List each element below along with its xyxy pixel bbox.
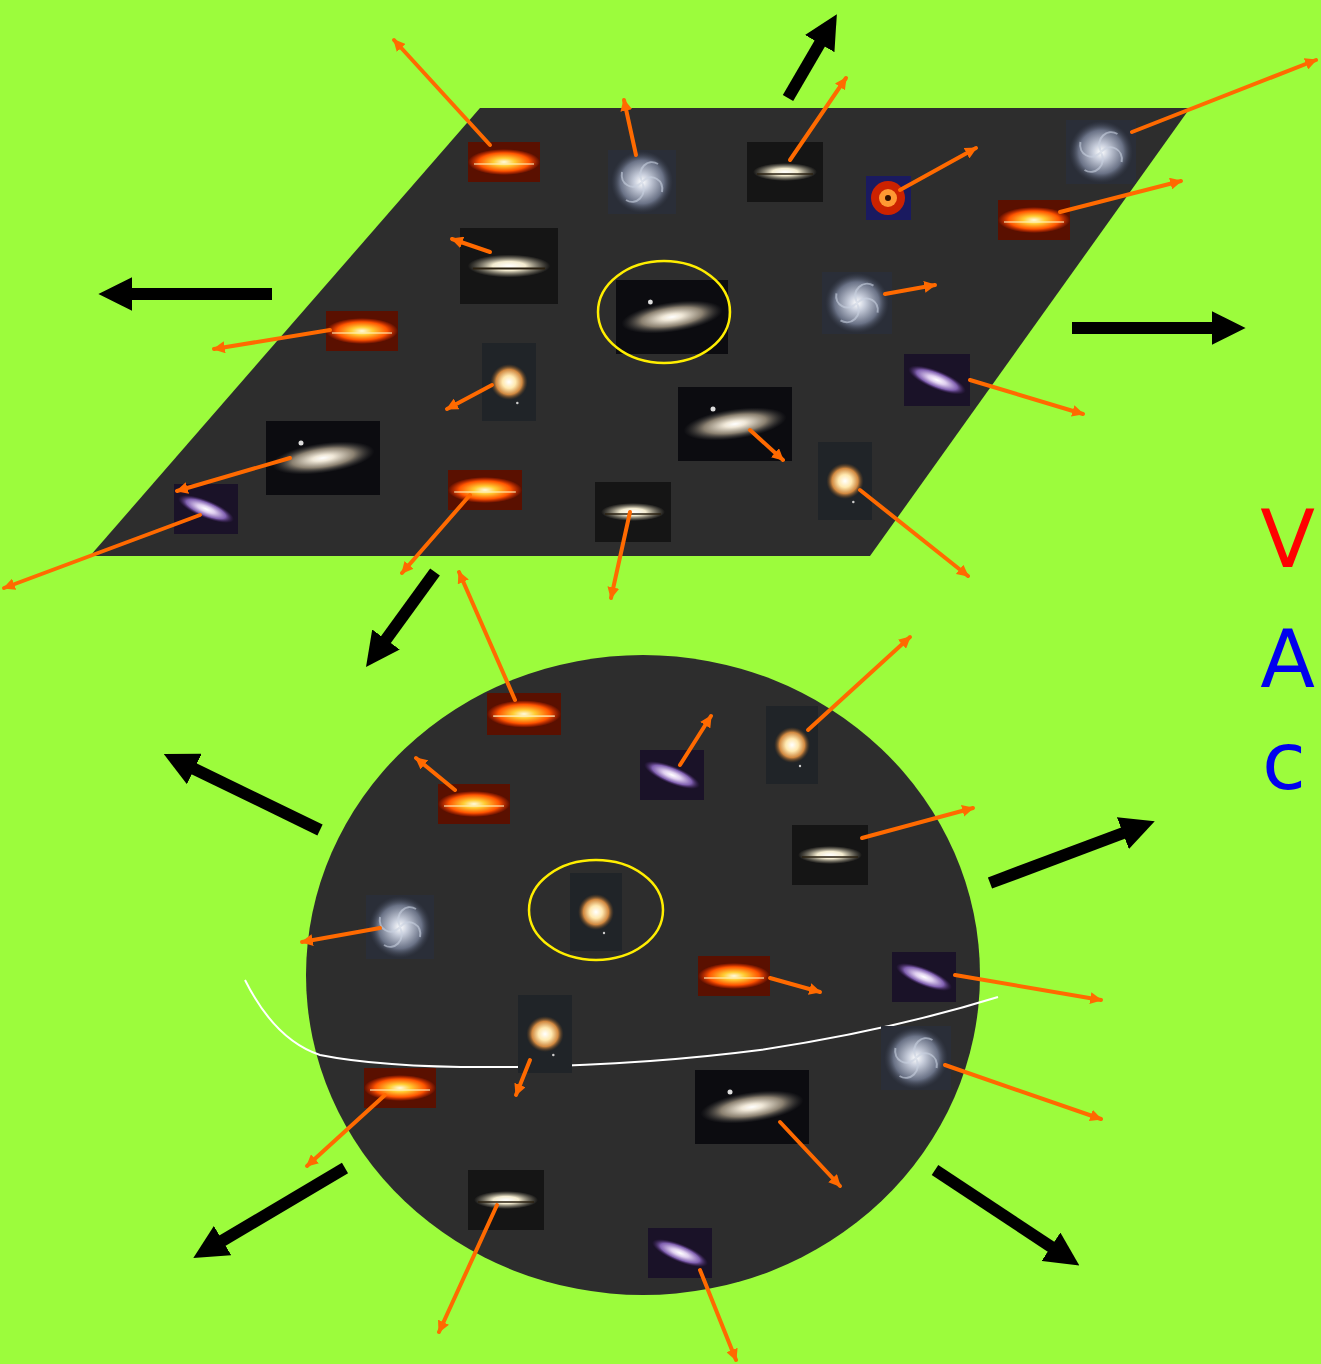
expansion-arrow xyxy=(990,826,1142,883)
galaxy-image xyxy=(616,280,728,354)
velocity-arrow xyxy=(307,1095,385,1166)
velocity-arrow xyxy=(516,1060,530,1095)
letter-label: A xyxy=(1260,620,1315,700)
velocity-arrows xyxy=(4,40,1316,1360)
expansion-arrow xyxy=(935,1170,1068,1258)
galaxy-image xyxy=(1066,120,1136,184)
velocity-arrow xyxy=(416,758,455,790)
galaxy-image xyxy=(892,952,956,1002)
velocity-arrow xyxy=(945,1065,1101,1119)
galaxy-image xyxy=(792,825,868,885)
expansion-arrow xyxy=(788,26,830,98)
velocity-arrow xyxy=(452,239,490,252)
galaxy-image xyxy=(448,470,522,510)
velocity-arrow xyxy=(4,515,200,588)
velocity-arrow xyxy=(860,490,968,576)
flat-universe-sheet xyxy=(90,108,1190,556)
galaxy-image xyxy=(640,750,704,800)
galaxy-image xyxy=(747,142,823,202)
velocity-arrow xyxy=(955,975,1101,1000)
velocity-arrow xyxy=(1132,60,1316,132)
galaxy-image xyxy=(648,1228,712,1278)
letter-label: c xyxy=(1262,722,1306,802)
velocity-arrow xyxy=(862,808,973,838)
expansion-arrow xyxy=(176,760,320,830)
galaxy-image xyxy=(766,706,818,784)
velocity-arrow xyxy=(394,40,490,145)
velocity-arrow xyxy=(970,380,1083,414)
galaxy-image xyxy=(326,311,398,351)
galaxy-image xyxy=(438,784,510,824)
expansion-arrow xyxy=(374,572,435,656)
letter-label: V xyxy=(1260,500,1315,580)
velocity-arrow xyxy=(900,148,976,190)
galaxy-image xyxy=(518,995,572,1073)
galaxy-image xyxy=(468,1170,544,1230)
expansion-arrow xyxy=(112,288,272,300)
observer-highlight xyxy=(598,261,730,363)
galaxy-image xyxy=(487,693,561,735)
galaxies-sphere xyxy=(364,693,956,1278)
velocity-arrow xyxy=(624,100,636,155)
galaxy-image xyxy=(460,228,558,304)
velocity-arrow xyxy=(680,716,711,765)
velocity-arrow xyxy=(177,458,290,491)
expansion-arrow xyxy=(1072,322,1232,334)
velocity-arrow xyxy=(700,1270,736,1360)
galaxy-image xyxy=(678,387,792,461)
spherical-universe xyxy=(306,655,980,1295)
velocity-arrow xyxy=(447,385,492,409)
galaxy-image xyxy=(482,343,536,421)
velocity-arrow xyxy=(402,495,470,573)
velocity-arrow xyxy=(770,978,820,992)
galaxy-image xyxy=(998,200,1070,240)
galaxy-image xyxy=(174,484,238,534)
velocity-arrow xyxy=(1060,181,1181,212)
observer-highlight xyxy=(529,860,663,960)
galaxy-image xyxy=(698,956,770,996)
galaxy-image xyxy=(468,142,540,182)
velocity-arrow xyxy=(214,330,330,349)
velocity-arrow xyxy=(611,512,630,598)
velocity-arrow xyxy=(750,430,783,460)
expansion-arrow xyxy=(205,1168,345,1251)
galaxy-image xyxy=(881,1026,951,1090)
galaxy-image xyxy=(866,176,911,220)
velocity-arrow xyxy=(302,928,380,942)
expansion-arrows xyxy=(112,26,1232,1258)
galaxies-flat xyxy=(174,120,1136,542)
galaxy-image xyxy=(595,482,671,542)
velocity-arrow xyxy=(885,285,935,294)
velocity-arrow xyxy=(780,1122,840,1186)
galaxy-image xyxy=(904,354,970,406)
velocity-arrow xyxy=(459,572,515,700)
galaxy-image xyxy=(570,873,622,951)
velocity-arrow xyxy=(439,1205,497,1332)
galaxy-image xyxy=(608,150,676,214)
galaxy-image xyxy=(822,272,892,334)
galaxy-image xyxy=(818,442,872,520)
velocity-arrow xyxy=(808,637,910,730)
velocity-arrow xyxy=(790,78,846,160)
